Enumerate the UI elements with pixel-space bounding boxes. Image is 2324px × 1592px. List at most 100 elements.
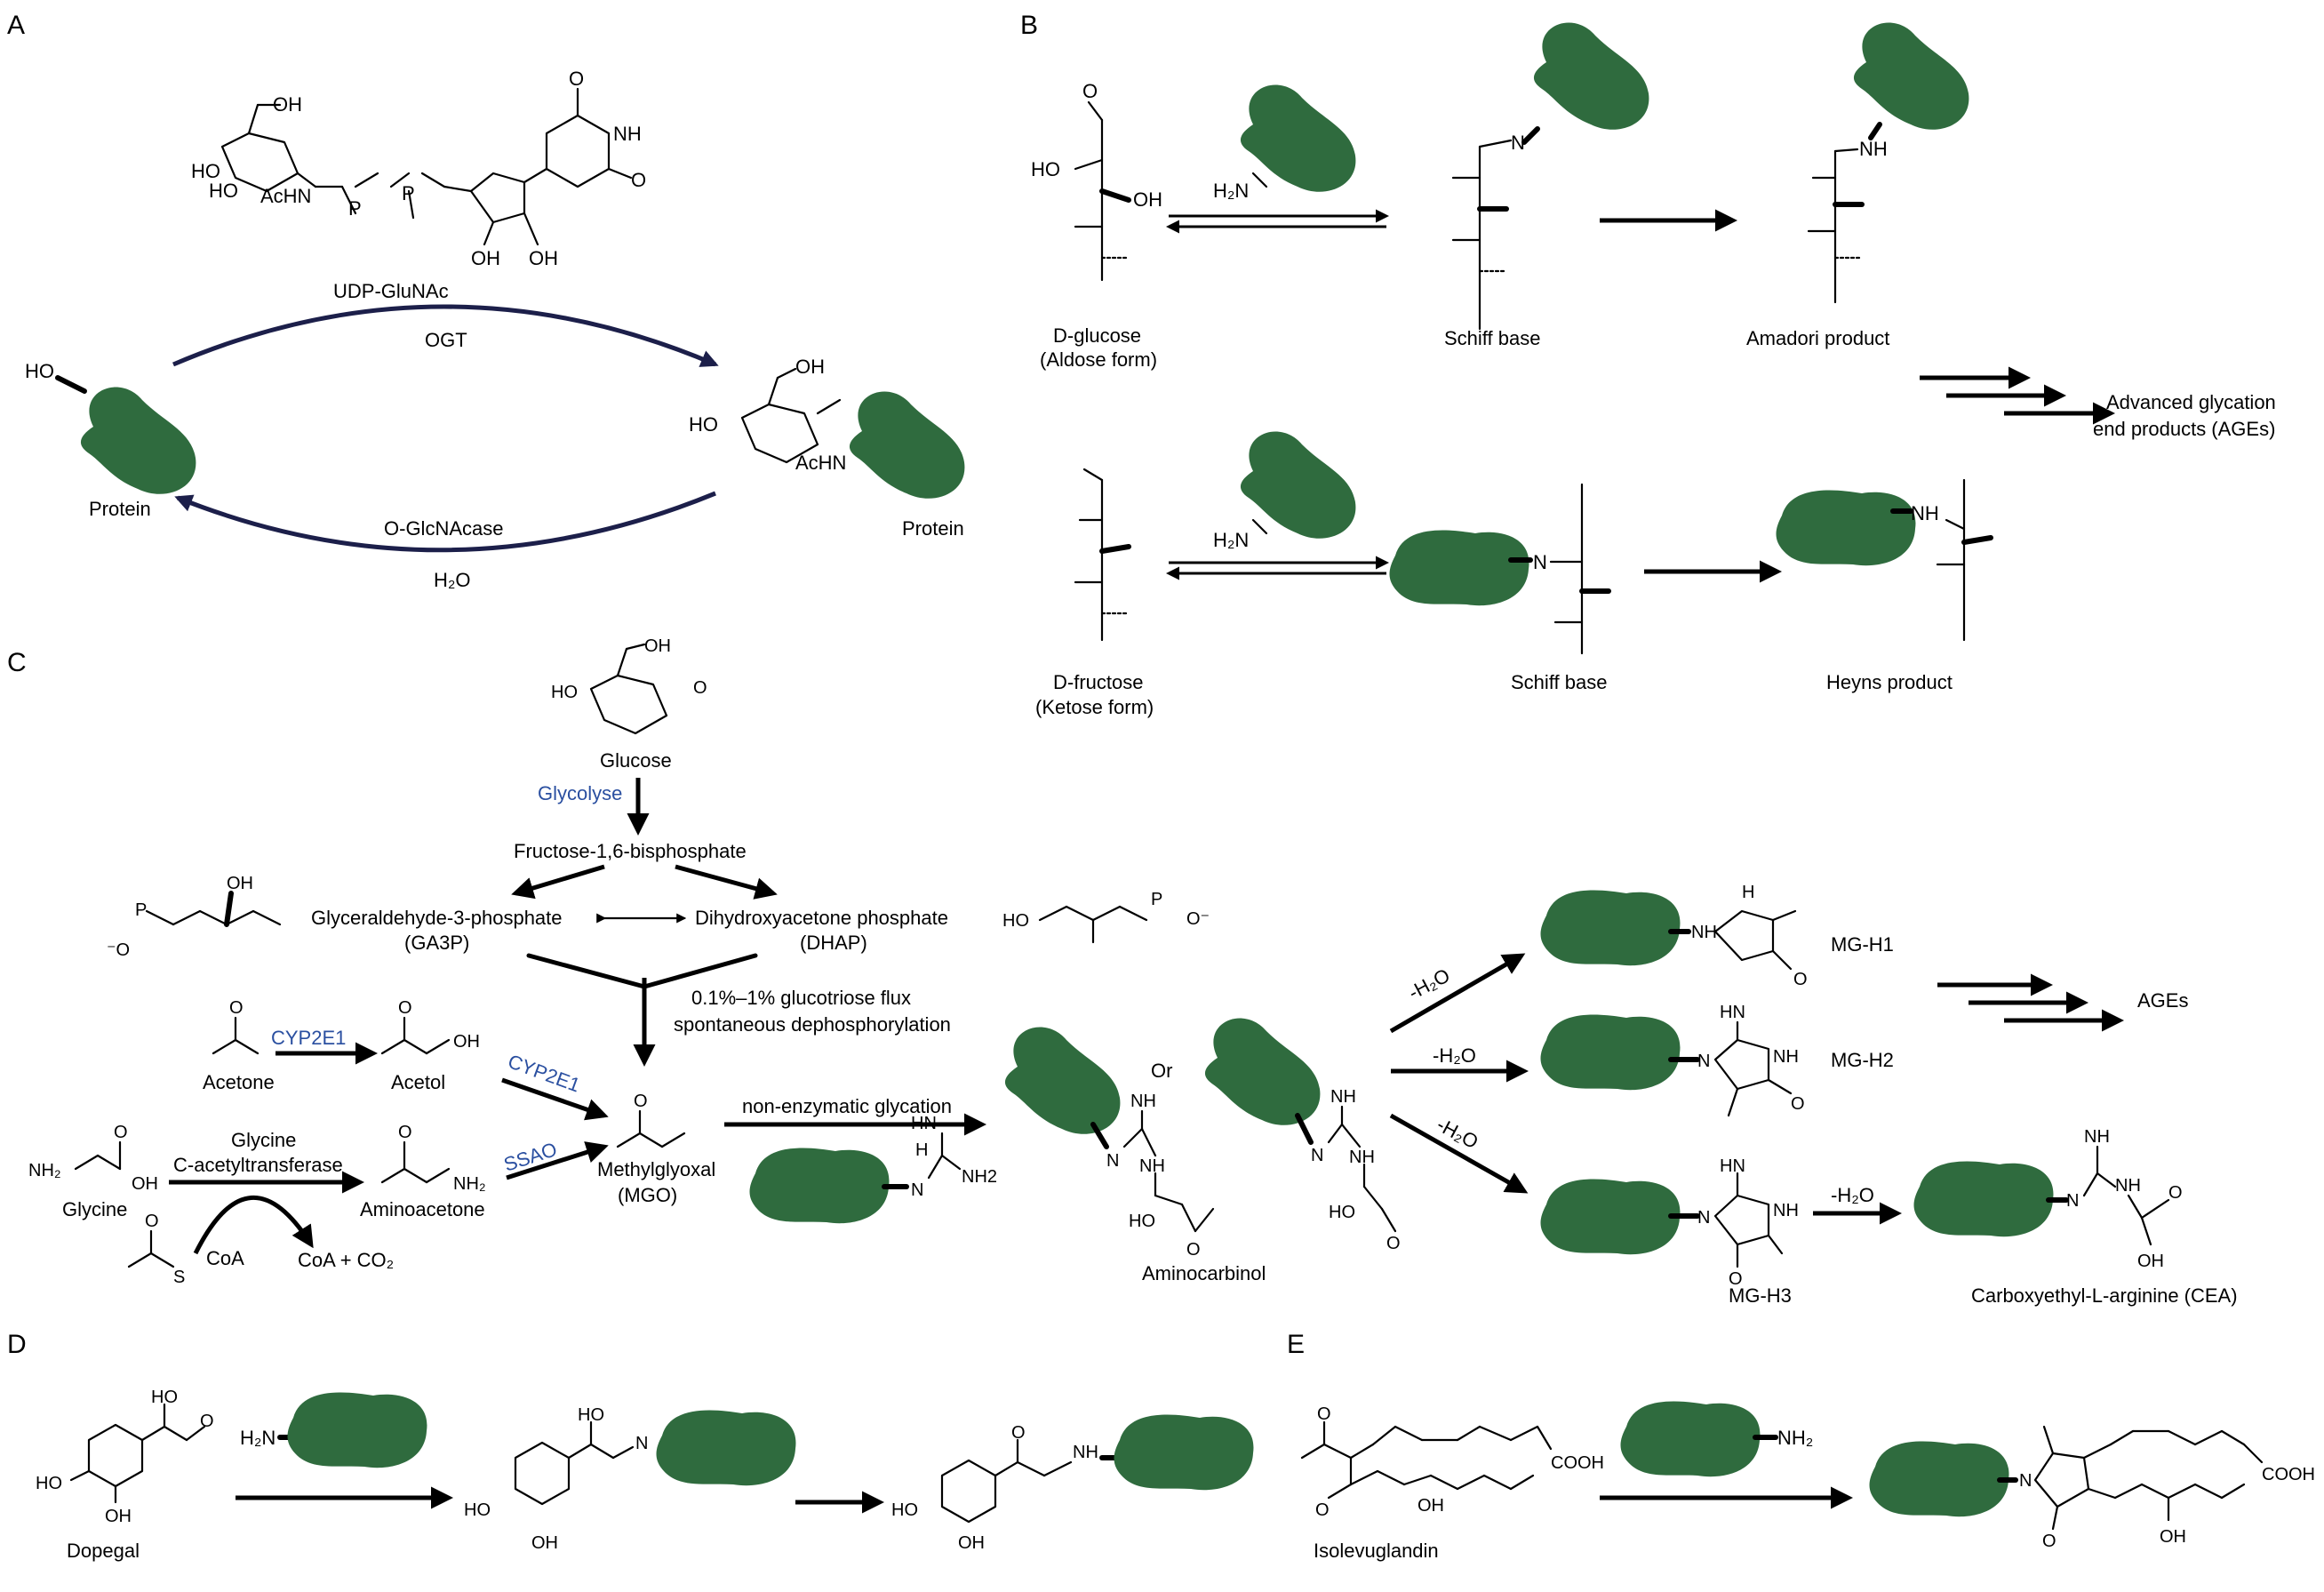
amadori-structure: NH	[1807, 138, 1888, 304]
protein-blob-icon	[1540, 1014, 1681, 1091]
imine-ho-label: HO	[578, 1405, 604, 1425]
amadori-nh-label: NH	[1859, 138, 1888, 160]
dhap-ominus-label: O⁻	[1186, 909, 1210, 929]
ac1-ho-label: HO	[1129, 1212, 1155, 1231]
mgh3-label: MG-H3	[1729, 1284, 1792, 1307]
mgh1-h-label: H	[1742, 883, 1754, 902]
cea-nh2-label: NH	[2115, 1176, 2141, 1196]
acetol-oh-label: OH	[453, 1032, 480, 1052]
gcat-label-2: C-acetyltransferase	[173, 1154, 343, 1176]
protein-right-label: Protein	[902, 517, 964, 540]
mgo-o-label: O	[634, 1092, 648, 1111]
h2o-label-2: -H₂O	[1433, 1044, 1476, 1067]
mgh2-label: MG-H2	[1831, 1049, 1894, 1071]
cea-oh-label: OH	[2137, 1252, 2164, 1271]
coa-co2-label: CoA + CO₂	[298, 1249, 394, 1271]
protein-left-label: Protein	[89, 498, 151, 520]
mgo-label-2: (MGO)	[618, 1184, 677, 1206]
oglcnacase-arrow	[174, 491, 716, 553]
arg-hn-label: HN	[911, 1114, 937, 1133]
glycine-h2n-label: NH₂	[28, 1161, 61, 1180]
acetyl-coa-structure: O S CoA	[127, 1212, 244, 1287]
ac1-nh2-label: NH	[1139, 1156, 1165, 1176]
protein-blob-icon	[1620, 1401, 1761, 1477]
arg-nh2-label: NH2	[962, 1167, 997, 1187]
mgh3-structure: N HN NH O	[1697, 1156, 1799, 1289]
udp-oh-label: OH	[273, 93, 302, 116]
glucose-ho-label: HO	[1031, 158, 1060, 180]
mgh2-n-label: N	[1697, 1052, 1710, 1071]
ga3p-label-1: Glyceraldehyde-3-phosphate	[311, 907, 563, 929]
d-fructose-label: D-fructose	[1053, 671, 1143, 693]
coa-label: CoA	[206, 1247, 244, 1269]
udp-p2-label: P	[402, 182, 415, 204]
acetone-o-label: O	[229, 998, 244, 1018]
aminocarbinol-label: Aminocarbinol	[1142, 1262, 1266, 1284]
glcnac-oh-label: OH	[795, 356, 825, 378]
protein-blob-icon	[1869, 1441, 2009, 1517]
protein-blob-icon	[80, 387, 196, 494]
flux-label-1: 0.1%–1% glucotriose flux	[691, 987, 911, 1009]
dopegal-o-label: O	[200, 1412, 214, 1431]
imine-oh-label: OH	[531, 1533, 558, 1553]
water-label: H₂O	[434, 569, 471, 591]
mgh2-o-label: O	[1791, 1094, 1805, 1114]
schiff1-n-label: N	[1511, 132, 1525, 154]
glcnac-achn-label: AcHN	[795, 452, 846, 474]
glycine-o-label: O	[114, 1123, 128, 1142]
ac2-n-label: N	[1311, 1146, 1323, 1165]
acetone-structure: O	[212, 998, 260, 1055]
ogt-arrow	[172, 304, 719, 367]
glucose-o-label: O	[1082, 80, 1098, 102]
isolg-o2-label: O	[1315, 1500, 1330, 1520]
schiff-base-2-structure: N	[1533, 483, 1611, 655]
protein-blob-icon	[1004, 1027, 1121, 1134]
dopegal-oh-label: OH	[105, 1507, 132, 1526]
acetone-label: Acetone	[203, 1071, 275, 1093]
glucose-oh-label: OH	[1133, 188, 1162, 211]
glcnac-ho-label: HO	[689, 413, 718, 436]
panel-label-d: D	[7, 1330, 27, 1359]
dhap-structure: HO P O⁻	[1002, 890, 1210, 944]
aminocarbinol-2-structure: N NH NH HO O	[1311, 1087, 1401, 1253]
protein-blob-icon	[656, 1410, 796, 1486]
schiff-base-2-label: Schiff base	[1511, 671, 1607, 693]
glucose-ho-label: HO	[551, 683, 578, 702]
protein-blob-icon	[849, 391, 965, 499]
ga3p-label-2: (GA3P)	[404, 932, 469, 954]
protein-blob-icon	[1240, 84, 1356, 192]
protein-oh-label: HO	[25, 360, 54, 382]
protein-blob-icon	[1204, 1018, 1321, 1125]
protein-blob-icon	[1853, 22, 1969, 130]
cea-n-label: N	[2066, 1191, 2079, 1211]
cyp2e1-label-2: CYP2E1	[505, 1050, 583, 1096]
dopegal-imine-structure: HO N HO OH	[464, 1405, 648, 1553]
glucose-o-label: O	[693, 678, 707, 698]
cea-o-label: O	[2168, 1183, 2183, 1203]
protein-blob-icon	[1776, 490, 1916, 566]
aldose-form-label: (Aldose form)	[1040, 348, 1157, 371]
dhap-ho-label: HO	[1002, 911, 1029, 931]
panel-d: HO O HO OH Dopegal H₂N HO N HO OH O NH H…	[36, 1388, 1254, 1562]
protein-blob-icon	[1913, 1161, 2054, 1237]
dopegal-amine-structure: O NH HO OH	[891, 1423, 1098, 1553]
isolg-cooh-label: COOH	[1551, 1453, 1604, 1473]
protein-blob-icon	[1540, 1179, 1681, 1255]
amine-nh-label: NH	[1073, 1443, 1098, 1462]
dhap-p-label: P	[1151, 890, 1162, 909]
isolevuglandin-label: Isolevuglandin	[1314, 1540, 1439, 1562]
nonenzymatic-label: non-enzymatic glycation	[742, 1095, 952, 1117]
mgh2-nh-label: NH	[1773, 1047, 1799, 1067]
amine-o-label: O	[1011, 1423, 1026, 1443]
cea-label: Carboxyethyl-L-arginine (CEA)	[1971, 1284, 2238, 1307]
dopegal-ho-label: HO	[151, 1388, 178, 1407]
gcat-label-1: Glycine	[231, 1129, 296, 1151]
ages-label-c: AGEs	[2137, 989, 2188, 1012]
glycolyse-label: Glycolyse	[538, 782, 622, 804]
amine-h2n-label-d: H₂N	[240, 1427, 276, 1449]
amine-oh-label-d: OH	[958, 1533, 985, 1553]
schiff-base-1-label: Schiff base	[1444, 327, 1540, 349]
acetol-label: Acetol	[391, 1071, 445, 1093]
ac2-nh-label: NH	[1330, 1087, 1356, 1107]
dhap-label-2: (DHAP)	[800, 932, 867, 954]
